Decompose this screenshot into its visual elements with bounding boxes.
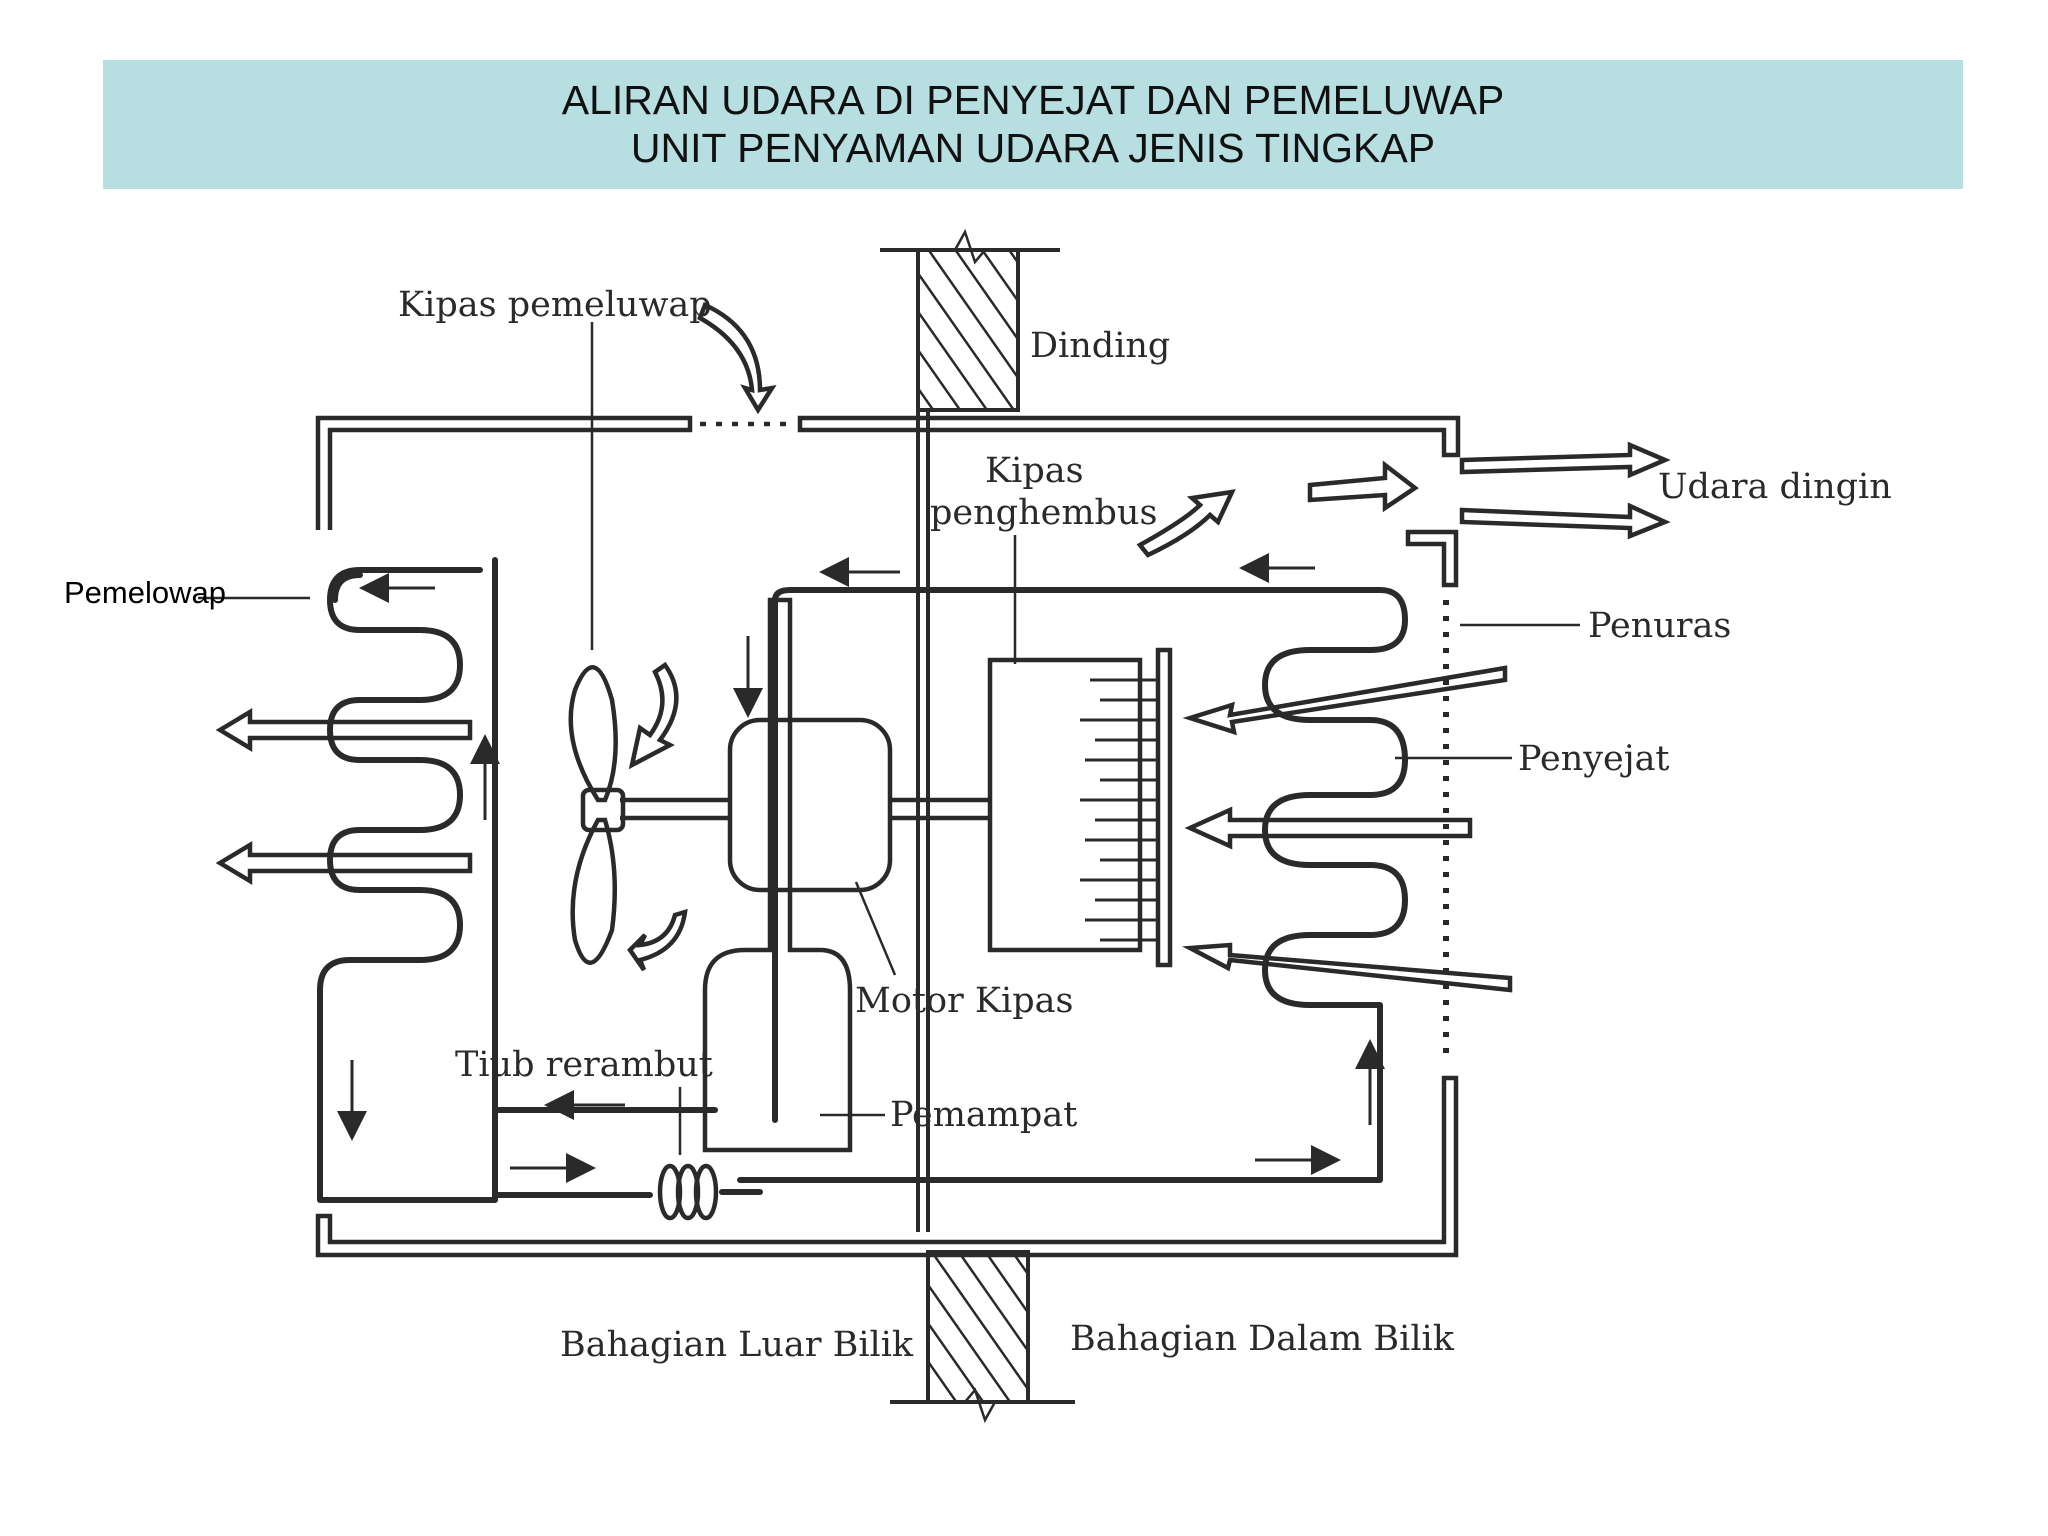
compressor <box>702 597 853 1153</box>
label-udara-dingin: Udara dingin <box>1658 467 1892 507</box>
label-kipas-penghembus-1: Kipas <box>985 451 1084 491</box>
fan-motor <box>727 717 893 893</box>
wall <box>880 228 1075 1424</box>
airflow-arrows <box>215 301 1671 993</box>
label-bahagian-luar-bilik: Bahagian Luar Bilik <box>560 1325 914 1365</box>
label-kipas-penghembus-2: penghembus <box>930 493 1157 533</box>
label-pemampat: Pemampat <box>890 1095 1077 1135</box>
evaporator-coil <box>737 587 1408 1183</box>
leader-lines <box>198 322 1580 1155</box>
label-penyejat: Penyejat <box>1518 739 1670 779</box>
label-bahagian-dalam-bilik: Bahagian Dalam Bilik <box>1070 1319 1455 1359</box>
flow-direction-arrows <box>337 553 1385 1183</box>
condenser-coil <box>317 557 498 1203</box>
label-kipas-pemeluwap: Kipas pemeluwap <box>398 285 712 325</box>
blower-fan <box>987 647 1173 968</box>
title-line-2: UNIT PENYAMAN UDARA JENIS TINGKAP <box>630 125 1436 171</box>
label-motor-kipas: Motor Kipas <box>855 981 1073 1021</box>
label-pemelowap: Pemelowap <box>64 575 226 610</box>
condenser-fan <box>568 665 626 965</box>
capillary-tube <box>492 1163 763 1221</box>
title-line-1: ALIRAN UDARA DI PENYEJAT DAN PEMELUWAP <box>561 77 1505 123</box>
label-dinding: Dinding <box>1030 326 1170 366</box>
title-banner: ALIRAN UDARA DI PENYEJAT DAN PEMELUWAP U… <box>103 60 1963 189</box>
label-tiub-rerambut: Tiub rerambut <box>455 1045 713 1085</box>
label-penuras: Penuras <box>1588 606 1731 646</box>
unit-casing <box>315 415 1461 1258</box>
